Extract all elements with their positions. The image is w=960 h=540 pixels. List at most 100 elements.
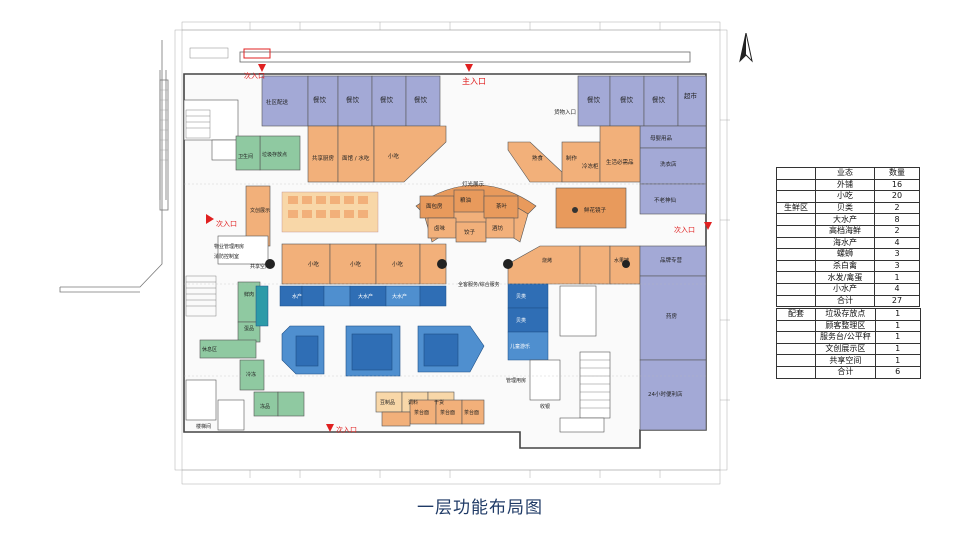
room-fitness: 药房 xyxy=(666,312,678,320)
room-vegetables: 茶台面 xyxy=(414,409,429,416)
room-poultry-a: 冷冻 xyxy=(246,371,256,378)
room-snack-c: 小吃 xyxy=(392,260,404,268)
room-fruit: 水果摊 xyxy=(614,257,629,264)
fish-stalls-row xyxy=(255,283,549,361)
entrance-north-label: 次入口 xyxy=(244,71,265,80)
west-annex xyxy=(59,40,169,293)
entrance-arrows xyxy=(206,64,712,432)
legend-count: 1 xyxy=(874,308,921,321)
room-frozen: 冷冻柜 xyxy=(582,162,599,170)
room-shared-space: 共享空间 xyxy=(250,263,270,270)
food-arc xyxy=(415,184,537,243)
legend-count: 3 xyxy=(874,259,920,273)
room-deli: 熟食 xyxy=(532,154,544,162)
room-snack-a: 小吃 xyxy=(388,152,400,160)
entrance-main-label: 主入口 xyxy=(462,76,486,86)
entrance-west-label: 次入口 xyxy=(216,219,237,228)
entrance-east-label: 次入口 xyxy=(674,225,695,234)
room-convenience: 24小时便利店 xyxy=(648,390,683,398)
legend-name: 服务台/公平秤 xyxy=(815,331,876,344)
legend-count: 20 xyxy=(874,190,920,203)
legend-header-count: 数量 xyxy=(874,167,920,180)
legend-count: 27 xyxy=(874,294,920,308)
legend-header-row: 业态 数量 xyxy=(776,167,920,180)
room-staff-office: 物业管理用房 xyxy=(214,243,244,250)
room-laundry: 洗衣店 xyxy=(660,160,677,168)
legend-count: 3 xyxy=(874,248,920,261)
figure-caption: 一层功能布局图 xyxy=(417,498,543,518)
room-tofu-a: 卤味 xyxy=(434,224,446,232)
legend-header-type: 业态 xyxy=(815,167,875,180)
legend-name: 杀白禽 xyxy=(815,259,875,273)
room-rice-grain: 粮油 xyxy=(460,196,472,204)
north-entrance-box xyxy=(243,48,271,59)
room-info-desk: 全客服务/综合服务 xyxy=(458,281,500,288)
north-arrow-icon xyxy=(739,33,753,63)
room-vegetables-c: 茶台面 xyxy=(464,409,479,416)
room-dining-6: 餐饮 xyxy=(620,95,634,104)
room-community-delivery: 社区配送 xyxy=(266,98,289,106)
legend-name: 螺蛳 xyxy=(815,248,875,261)
room-unused: 不老神仙 xyxy=(654,196,677,204)
room-dining-3: 餐饮 xyxy=(380,95,394,104)
room-cashier: 收银 xyxy=(540,403,550,410)
legend-name: 顾客整理区 xyxy=(815,319,876,333)
room-dining-7: 餐饮 xyxy=(652,95,666,104)
room-dumplings: 饺子 xyxy=(464,228,476,236)
east-blocks xyxy=(639,245,707,431)
room-gift-exhibit: 文创展示 xyxy=(250,207,270,214)
legend-count: 16 xyxy=(874,178,920,192)
legend-name: 垃圾存放点 xyxy=(815,308,876,321)
room-dining-4: 餐饮 xyxy=(414,95,428,104)
dining-row xyxy=(261,75,707,215)
room-fish-snack-1: 小吃 xyxy=(308,260,320,268)
legend-name: 小水产 xyxy=(815,282,875,296)
room-seafood-c: 大水产 xyxy=(392,293,407,300)
legend-count: 1 xyxy=(874,319,921,333)
room-snack-b: 小吃 xyxy=(350,260,362,268)
room-dried-goods: 干货 xyxy=(434,399,444,406)
legend-count: 2 xyxy=(874,201,920,215)
room-north-right: 超市 xyxy=(684,91,698,100)
tables xyxy=(288,196,368,218)
room-rest-area: 休息区 xyxy=(202,346,217,353)
room-management: 管理用房 xyxy=(506,377,526,384)
legend-header-blank xyxy=(776,167,816,180)
legend-count: 1 xyxy=(874,331,921,344)
room-bakery: 面包房 xyxy=(426,202,443,210)
legend-count: 4 xyxy=(874,236,920,250)
room-dessert: 烧烤 xyxy=(542,257,552,264)
room-egg: 蛋品 xyxy=(244,325,254,332)
room-waste: 垃圾存放点 xyxy=(262,151,287,158)
legend-name: 高档海鲜 xyxy=(815,224,875,238)
room-noodle: 面馆 / 水吃 xyxy=(342,154,370,162)
legend-count: 1 xyxy=(874,342,921,356)
room-soybean: 豆制品 xyxy=(380,399,395,406)
room-poultry-b: 冻品 xyxy=(260,403,270,410)
room-brand-store: 品牌专营 xyxy=(660,256,683,264)
room-fresh-meat: 鲜肉 xyxy=(244,291,254,298)
room-fresh-goods: 生活必需品 xyxy=(606,158,634,166)
room-tofu-b: 酒坊 xyxy=(492,224,504,232)
legend-category-fresh: 生鲜区 xyxy=(776,201,816,215)
legend-category-support: 配套 xyxy=(776,308,816,321)
legend-count: 2 xyxy=(874,224,920,238)
west-service xyxy=(183,99,305,431)
legend-name: 合计 xyxy=(815,294,875,308)
room-dining-1: 餐饮 xyxy=(313,95,327,104)
legend-name: 小吃 xyxy=(815,190,875,203)
room-seafood-a: 水产 xyxy=(292,293,302,300)
